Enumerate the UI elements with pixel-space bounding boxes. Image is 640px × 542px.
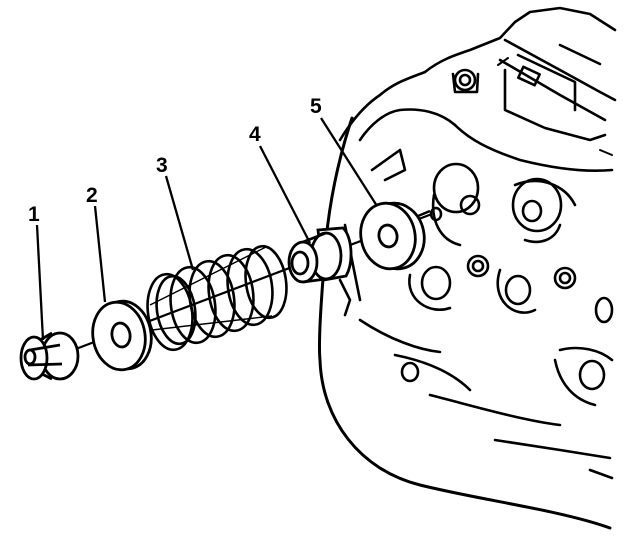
callout-1: 1 xyxy=(28,203,40,226)
callout-3: 3 xyxy=(156,154,168,177)
valve-spring-seat xyxy=(359,201,426,271)
leader-line-3 xyxy=(164,175,195,271)
callout-2: 2 xyxy=(86,184,98,207)
valve-stem-oil-seal xyxy=(287,226,353,284)
valve-spring-retainer xyxy=(91,299,153,372)
leader-lines xyxy=(35,117,378,341)
callout-4: 4 xyxy=(249,123,261,146)
leader-line-2 xyxy=(93,205,107,303)
callout-labels: 1 2 3 4 5 xyxy=(28,95,322,226)
leader-line-4 xyxy=(258,145,312,244)
cylinder-head xyxy=(317,6,617,530)
leader-line-1 xyxy=(35,224,45,341)
leader-line-5 xyxy=(320,117,378,207)
callout-5: 5 xyxy=(310,95,322,118)
valve-spring xyxy=(146,244,288,352)
valve-keepers xyxy=(19,331,80,381)
